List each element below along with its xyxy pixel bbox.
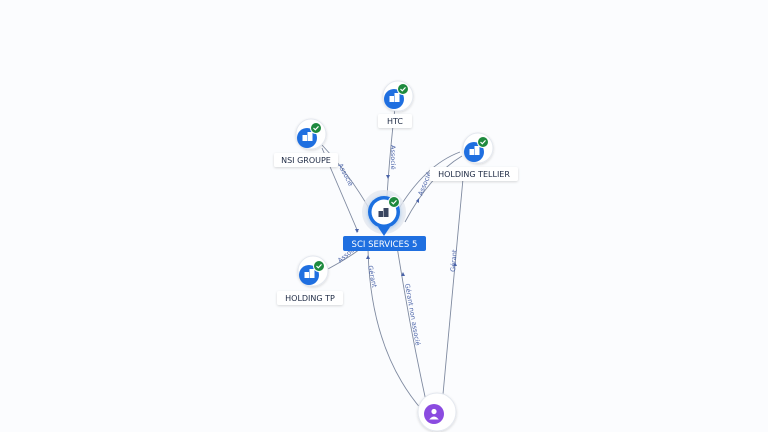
node-label-holding-tellier: HOLDING TELLIER [438, 170, 510, 179]
company-node-holding-tellier[interactable]: HOLDING TELLIER [430, 132, 518, 181]
edge-arrow [366, 255, 370, 259]
center-node-label: SCI SERVICES 5 [352, 240, 418, 250]
company-node-nsi-groupe[interactable]: NSI GROUPE [274, 118, 338, 167]
edge-arrow [453, 262, 457, 266]
person-icon [429, 408, 439, 420]
building-icon [378, 208, 389, 217]
center-node-sci-services-5[interactable]: SCI SERVICES 5 [343, 190, 426, 251]
edge-person-center-2[interactable] [395, 239, 429, 411]
company-node-htc[interactable]: HTC [378, 80, 414, 128]
edge-arrow [401, 272, 405, 276]
verified-check-icon [313, 260, 325, 272]
person-node[interactable] [417, 392, 457, 432]
company-node-holding-tp[interactable]: HOLDING TP [277, 255, 343, 305]
verified-check-icon [477, 136, 489, 148]
edge-label-gerant-right: Gérant [449, 249, 459, 272]
edge-tellier-center[interactable] [397, 151, 461, 211]
edge-person-center-1[interactable] [367, 247, 423, 411]
edge-label-htc: Associé [389, 145, 397, 170]
building-icon [302, 132, 313, 141]
node-label-holding-tp: HOLDING TP [285, 294, 335, 303]
edge-tellier-center-2[interactable] [404, 155, 463, 223]
building-icon [389, 93, 400, 102]
edge-arrow [386, 175, 390, 179]
edge-arrow [416, 198, 419, 203]
verified-check-icon [397, 83, 409, 95]
node-label-nsi-groupe: NSI GROUPE [281, 156, 331, 165]
verified-check-icon [388, 196, 400, 208]
edge-person-tellier[interactable] [441, 167, 465, 406]
edge-label-gerant-non-associe: Gérant non associé [403, 283, 422, 346]
edge-label-gerant-left: Gérant [366, 265, 379, 289]
building-icon [469, 146, 480, 155]
edge-label-nsi: Associé [336, 162, 355, 187]
node-label-htc: HTC [387, 117, 403, 126]
building-icon [304, 269, 315, 278]
verified-check-icon [310, 122, 322, 134]
edge-arrow [355, 229, 359, 233]
